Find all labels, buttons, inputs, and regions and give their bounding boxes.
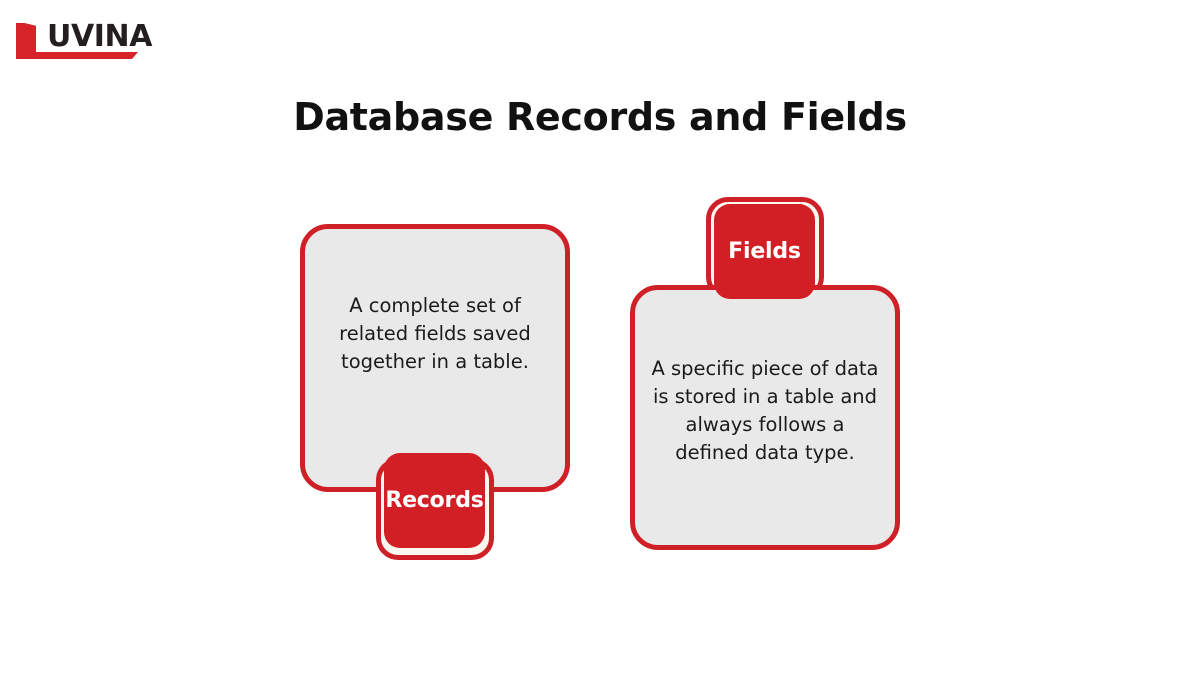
records-badge[interactable]: Records bbox=[384, 453, 485, 548]
fields-badge[interactable]: Fields bbox=[714, 204, 815, 299]
luvina-logo: UVINA bbox=[14, 18, 184, 64]
luvina-wordmark: UVINA bbox=[47, 19, 153, 54]
luvina-logo-mark bbox=[16, 21, 138, 59]
fields-badge-label: Fields bbox=[728, 239, 801, 264]
records-badge-label: Records bbox=[385, 488, 484, 513]
records-card-panel bbox=[300, 224, 570, 492]
fields-card-panel bbox=[630, 285, 900, 550]
fields-card-description: A specific piece of data is stored in a … bbox=[651, 357, 879, 464]
page-title: Database Records and Fields bbox=[293, 95, 907, 139]
records-card-description: A complete set of related fields saved t… bbox=[339, 294, 531, 373]
